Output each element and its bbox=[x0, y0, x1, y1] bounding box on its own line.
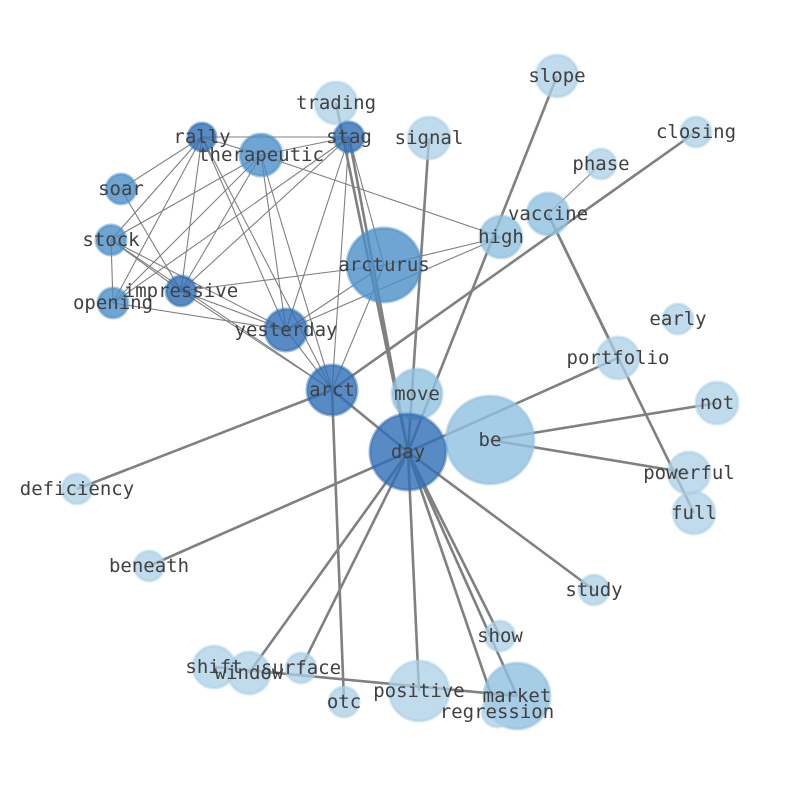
node-label-study: study bbox=[565, 579, 622, 601]
edge-rally-impressive bbox=[180, 136, 203, 292]
node-label-not: not bbox=[700, 392, 734, 414]
node-study[interactable] bbox=[577, 573, 611, 607]
node-regression[interactable] bbox=[480, 695, 514, 729]
node-phase[interactable] bbox=[584, 147, 618, 181]
node-label-trading: trading bbox=[296, 92, 376, 114]
node-label-regression: regression bbox=[440, 701, 554, 723]
node-label-beneath: beneath bbox=[109, 555, 189, 577]
node-closing[interactable] bbox=[679, 115, 713, 149]
node-label-stock: stock bbox=[82, 229, 140, 251]
edge-impressive-arct bbox=[180, 290, 333, 391]
node-show[interactable] bbox=[483, 619, 517, 653]
node-arct[interactable] bbox=[305, 363, 359, 417]
edge-stag-opening bbox=[112, 136, 350, 304]
node-label-slope: slope bbox=[528, 65, 585, 87]
edge-day-window bbox=[247, 451, 410, 674]
node-signal[interactable] bbox=[406, 115, 452, 161]
edge-closing-arct bbox=[331, 130, 697, 392]
node-yesterday[interactable] bbox=[263, 307, 309, 353]
node-beneath[interactable] bbox=[132, 549, 166, 583]
edge-therapeutic-impressive bbox=[180, 154, 262, 292]
node-not[interactable] bbox=[694, 380, 740, 426]
node-label-window: window bbox=[215, 662, 284, 684]
node-label-shift: shift bbox=[185, 656, 242, 678]
node-opening[interactable] bbox=[96, 286, 130, 320]
node-positive[interactable] bbox=[387, 659, 451, 723]
node-label-stag: stag bbox=[326, 126, 372, 148]
node-label-powerful: powerful bbox=[643, 462, 735, 484]
edge-stag-yesterday bbox=[285, 136, 350, 331]
node-therapeutic[interactable] bbox=[238, 132, 284, 178]
node-label-show: show bbox=[477, 625, 523, 647]
edge-rally-stock bbox=[110, 136, 203, 241]
node-label-high: high bbox=[478, 226, 524, 248]
node-label-arct: arct bbox=[309, 379, 355, 401]
node-high[interactable] bbox=[478, 214, 524, 260]
node-soar[interactable] bbox=[104, 172, 138, 206]
node-slope[interactable] bbox=[534, 53, 580, 99]
edge-day-market bbox=[406, 451, 519, 697]
node-otc[interactable] bbox=[327, 685, 361, 719]
node-day[interactable] bbox=[368, 412, 448, 492]
node-layer bbox=[60, 53, 740, 731]
node-label-soar: soar bbox=[98, 178, 144, 200]
edge-stag-impressive bbox=[180, 136, 350, 292]
edge-rally-arct bbox=[201, 136, 333, 391]
edge-therapeutic-high bbox=[260, 154, 502, 238]
node-label-market: market bbox=[483, 685, 552, 707]
edge-stock-yesterday bbox=[110, 239, 287, 331]
node-label-early: early bbox=[649, 308, 706, 330]
node-label-impressive: impressive bbox=[124, 280, 238, 302]
node-label-full: full bbox=[671, 502, 717, 524]
node-label-surface: surface bbox=[261, 657, 341, 679]
node-vaccine[interactable] bbox=[525, 191, 571, 237]
node-label-phase: phase bbox=[572, 153, 629, 175]
node-label-otc: otc bbox=[327, 691, 361, 713]
node-label-be: be bbox=[479, 429, 502, 451]
node-early[interactable] bbox=[661, 302, 695, 336]
node-label-vaccine: vaccine bbox=[508, 203, 588, 225]
node-label-move: move bbox=[394, 383, 440, 405]
edge-soar-impressive bbox=[120, 188, 182, 292]
node-arcturus[interactable] bbox=[345, 226, 423, 304]
edge-day-beneath bbox=[148, 450, 409, 568]
node-stock[interactable] bbox=[94, 223, 128, 257]
node-rally[interactable] bbox=[186, 121, 218, 153]
node-trading[interactable] bbox=[313, 80, 359, 126]
edge-stag-arct bbox=[331, 136, 350, 391]
node-deficiency[interactable] bbox=[60, 472, 94, 506]
node-label-arcturus: arcturus bbox=[338, 254, 430, 276]
edge-therapeutic-opening bbox=[112, 154, 262, 304]
node-label-rally: rally bbox=[173, 126, 230, 148]
node-label-day: day bbox=[391, 441, 425, 463]
node-window[interactable] bbox=[226, 650, 272, 696]
edge-arct-otc bbox=[330, 389, 346, 703]
edge-day-regression bbox=[406, 451, 499, 713]
node-be[interactable] bbox=[444, 394, 536, 486]
node-label-positive: positive bbox=[373, 680, 465, 702]
node-label-deficiency: deficiency bbox=[20, 478, 134, 500]
edge-arct-deficiency bbox=[76, 388, 333, 491]
node-stag[interactable] bbox=[332, 120, 366, 154]
label-layer: trading slope rally stag signal closing therap… bbox=[20, 65, 736, 723]
edge-therapeutic-stock bbox=[110, 154, 262, 241]
node-label-opening: opening bbox=[73, 292, 153, 314]
edge-stock-arct bbox=[110, 239, 333, 391]
node-label-closing: closing bbox=[656, 121, 736, 143]
node-portfolio[interactable] bbox=[595, 335, 641, 381]
node-surface[interactable] bbox=[284, 651, 318, 685]
node-label-therapeutic: therapeutic bbox=[198, 144, 324, 166]
edge-opening-yesterday bbox=[112, 302, 287, 331]
node-full[interactable] bbox=[671, 490, 717, 536]
edge-day-surface bbox=[299, 451, 410, 669]
edge-therapeutic-arct bbox=[260, 154, 333, 391]
edge-day-positive bbox=[406, 451, 421, 692]
node-label-portfolio: portfolio bbox=[567, 347, 670, 369]
node-label-signal: signal bbox=[395, 127, 464, 149]
edge-therapeutic-yesterday bbox=[260, 154, 287, 331]
edge-rally-opening bbox=[112, 136, 203, 304]
node-label-yesterday: yesterday bbox=[235, 319, 338, 341]
node-impressive[interactable] bbox=[164, 274, 198, 308]
